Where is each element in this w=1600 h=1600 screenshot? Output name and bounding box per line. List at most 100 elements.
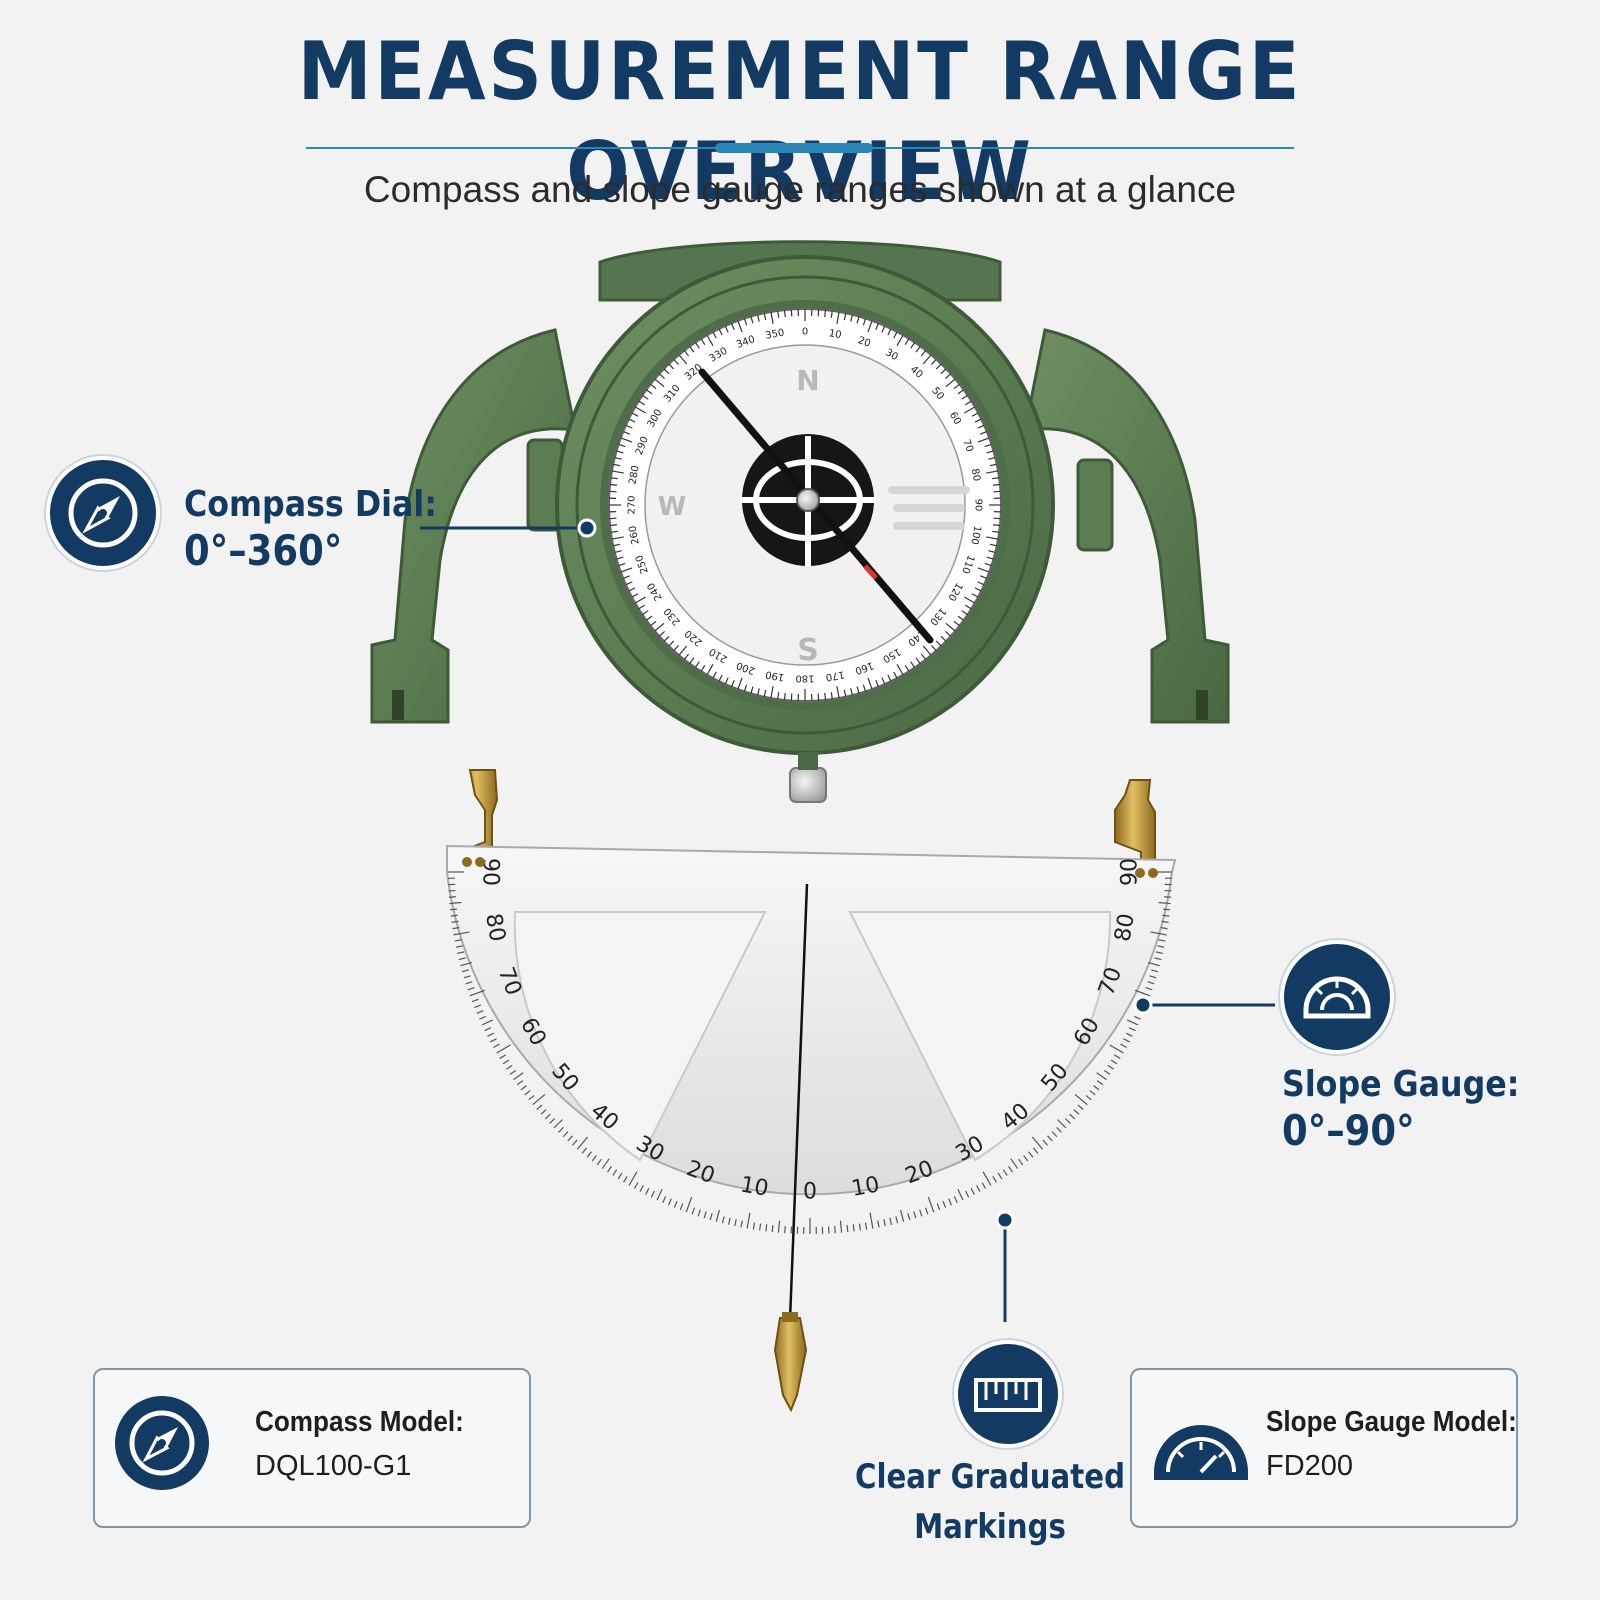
compass-tick	[971, 593, 979, 598]
compass-tick	[964, 400, 972, 406]
compass-tick	[915, 346, 921, 353]
callout-lines	[420, 518, 1275, 1322]
compass-tick	[830, 692, 833, 700]
compass-tick	[750, 686, 754, 694]
compass-tick	[777, 310, 780, 318]
compass-tick	[718, 674, 723, 682]
compass-tick	[628, 587, 636, 592]
compass-scale-number: 10	[828, 328, 842, 341]
slope-gauge-tick	[1089, 1090, 1096, 1096]
slope-gauge-tick	[1113, 1054, 1121, 1059]
compass-tick	[663, 368, 670, 375]
slope-gauge-tick	[502, 1059, 510, 1065]
compass-tick	[613, 463, 621, 467]
slope-gauge-tick	[953, 1196, 958, 1203]
compass-tick	[611, 536, 624, 540]
compass-tick	[977, 567, 990, 573]
compass-tick	[992, 530, 1000, 533]
compass-scale-number: 280	[628, 465, 642, 486]
compass-tick	[957, 615, 964, 621]
slope-gauge-scale-number: 80	[1110, 912, 1139, 944]
compass-tick	[910, 342, 916, 349]
slope-gauge-tick	[877, 1220, 880, 1228]
slope-gauge-tick	[1051, 1131, 1058, 1138]
slope-gauge-tick	[992, 1175, 997, 1183]
slope-gauge-tick	[913, 1211, 917, 1219]
markings-badge	[954, 1340, 1062, 1448]
markings-label-line2: Markings	[914, 1507, 1066, 1547]
slope-gauge-tick	[771, 1224, 774, 1233]
compass-tick	[638, 400, 646, 406]
slope-gauge-tick	[1028, 1151, 1034, 1158]
compass-tick	[642, 610, 649, 616]
slope-gauge-tick	[765, 1224, 768, 1232]
compass-tick	[945, 622, 956, 632]
slope-gauge-tick	[455, 945, 463, 948]
slope-gauge-tick	[752, 1222, 756, 1230]
compass-north-letter: N	[796, 364, 819, 397]
slope-gauge-range: 0°–90°	[1282, 1106, 1415, 1155]
compass-scale-number: 70	[960, 438, 975, 454]
compass-model-card: Compass Model: DQL100-G1	[93, 1368, 531, 1528]
slope-gauge-tick	[524, 1090, 531, 1096]
compass-scale-number: 170	[825, 668, 846, 682]
compass-tick	[625, 424, 633, 429]
compass-tick	[986, 470, 999, 474]
slope-gauge-tick	[1057, 1119, 1067, 1129]
slope-gauge-tick	[474, 1004, 482, 1009]
slope-gauge-tick	[576, 1136, 589, 1150]
slope-gauge-tick	[1018, 1158, 1024, 1166]
slope-gauge-tick	[572, 1139, 578, 1146]
compass-tick	[881, 325, 886, 333]
compass-tick	[920, 350, 927, 357]
slope-gauge-tick	[1134, 1015, 1141, 1020]
compass-tick	[610, 483, 618, 486]
slope-gauge-tick	[1157, 945, 1165, 948]
slope-gauge-tick	[889, 1217, 893, 1225]
compass-tick	[668, 640, 675, 647]
page-title: MEASUREMENT RANGE OVERVIEW	[297, 25, 1303, 218]
slope-gauge-tick	[463, 975, 471, 979]
compass-scale-number: 270	[627, 495, 638, 514]
compass-tick	[904, 664, 910, 672]
slope-gauge-tick	[452, 926, 460, 930]
compass-scale-number: 100	[968, 525, 982, 546]
slope-gauge-tick	[581, 1147, 588, 1154]
slope-gauge-tick	[997, 1172, 1003, 1180]
compass-tick	[673, 645, 679, 652]
slope-gauge-tick	[496, 1044, 511, 1054]
compass-tick	[964, 604, 972, 610]
slope-gauge-tick	[869, 1212, 874, 1229]
slope-gauge-tick	[549, 1118, 556, 1124]
compass-tick	[712, 671, 717, 679]
compass-tick	[957, 389, 964, 395]
markings-label: Clear Graduated Markings	[844, 1452, 1136, 1552]
gauge-model-badge	[1146, 1400, 1256, 1490]
slope-gauge-tick	[633, 1182, 639, 1189]
slope-gauge-tick	[553, 1119, 563, 1129]
compass-degree-ticks	[609, 309, 1001, 701]
slope-gauge-tick	[721, 1216, 725, 1224]
slope-gauge-tick	[656, 1188, 663, 1201]
compass-tick	[694, 661, 700, 668]
compass-scale-number: 0	[802, 327, 808, 338]
compass-tick	[743, 684, 748, 692]
slope-gauge-tick	[1160, 926, 1168, 930]
compass-tick	[620, 567, 633, 573]
slope-gauge-tick	[1120, 1043, 1127, 1049]
slope-gauge-tick	[506, 1064, 513, 1070]
compass-tick	[843, 313, 847, 321]
slope-gauge-tick	[679, 1203, 684, 1211]
compass-tick	[683, 350, 690, 357]
slope-gauge-tick	[957, 1188, 964, 1201]
slope-gauge-tick	[458, 957, 466, 961]
slope-gauge-tick	[1110, 1059, 1118, 1065]
slope-gauge-tick	[907, 1213, 911, 1221]
compass-tick	[628, 418, 636, 423]
compass-tick	[988, 457, 996, 460]
slope-gauge-tick	[453, 931, 470, 936]
compass-tick	[663, 635, 670, 642]
slope-gauge-tick	[528, 1094, 535, 1101]
slope-gauge-tick	[513, 1072, 524, 1081]
